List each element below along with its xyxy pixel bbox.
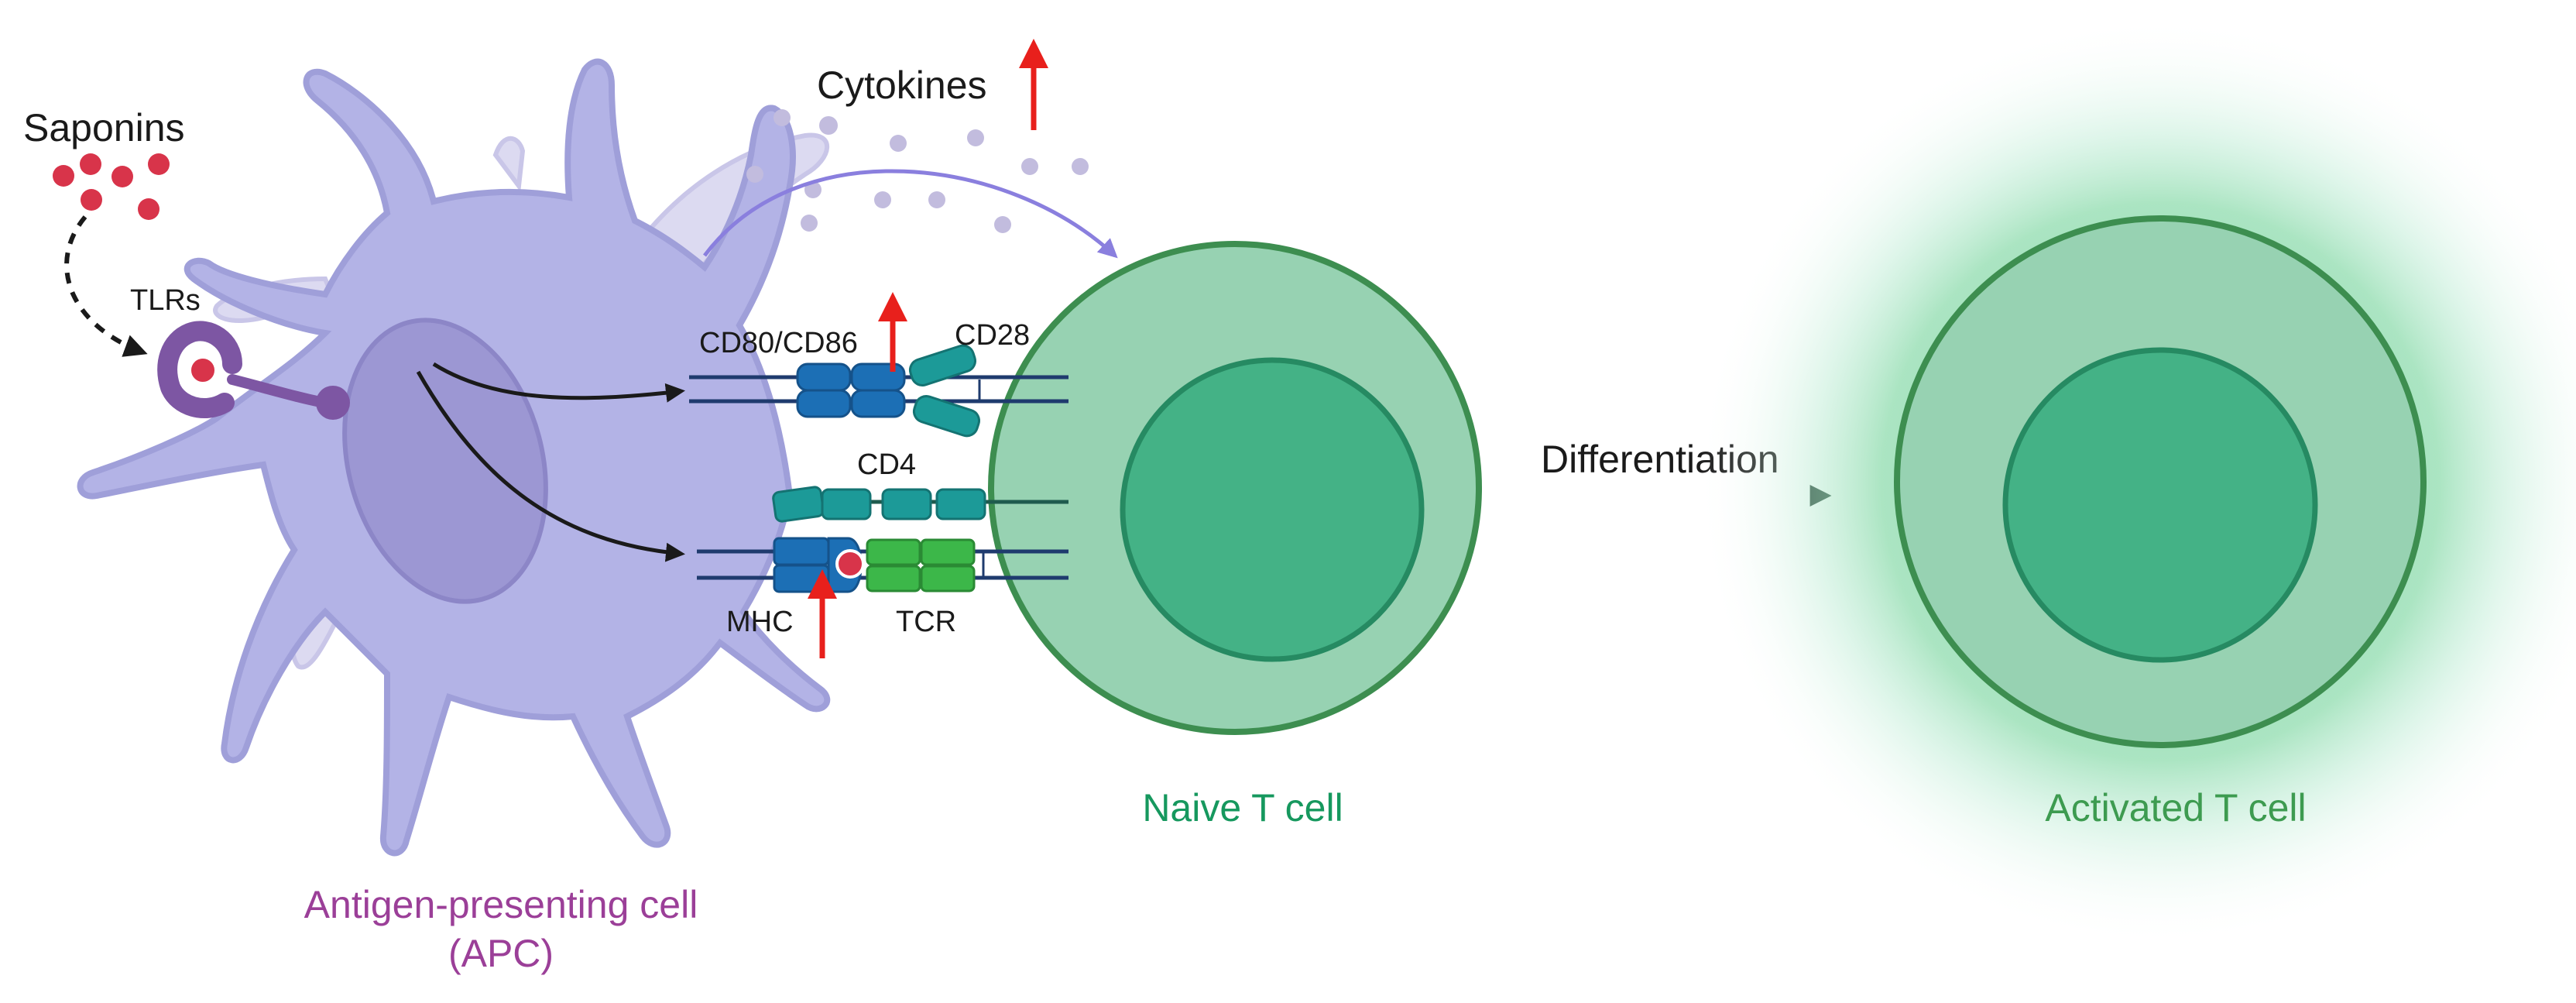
cd4-molecule bbox=[772, 486, 1068, 523]
cd80-cd86-label: CD80/CD86 bbox=[699, 327, 858, 359]
naive-t-cell-label: Naive T cell bbox=[1142, 786, 1343, 830]
activated-t-cell-nucleus bbox=[2002, 347, 2318, 663]
nucleus-to-costim-arrow bbox=[432, 362, 685, 403]
antigen-presenting-cell bbox=[77, 58, 831, 857]
tcr-label: TCR bbox=[896, 606, 956, 638]
activated-t-cell-label: Activated T cell bbox=[2045, 786, 2306, 830]
apc-label-line2: (APC) bbox=[448, 932, 554, 975]
saponin-particles bbox=[53, 153, 170, 220]
antigen-peptide bbox=[835, 549, 865, 579]
mhc-label: MHC bbox=[726, 606, 794, 638]
cytokine-particles bbox=[746, 109, 1089, 233]
naive-t-cell bbox=[988, 241, 1482, 735]
tlr-receptor bbox=[157, 321, 350, 420]
cytokines-label: Cytokines bbox=[817, 64, 987, 107]
tlrs-label: TLRs bbox=[130, 284, 201, 317]
activated-t-cell bbox=[1696, 17, 2576, 946]
saponins-label: Saponins bbox=[23, 106, 185, 149]
cytokine-to-tcell-arrow bbox=[703, 169, 1118, 259]
nucleus-to-mhc-arrow bbox=[416, 370, 685, 562]
cytokines-up-arrow bbox=[1019, 39, 1048, 130]
cd80-up-arrow bbox=[878, 292, 907, 372]
apc-label-line1: Antigen-presenting cell bbox=[304, 883, 698, 926]
mhc-up-arrow bbox=[808, 569, 837, 658]
cd28-label: CD28 bbox=[955, 319, 1030, 352]
saponin-to-tlr-arrow bbox=[64, 215, 148, 357]
mhc-tcr-pair bbox=[697, 537, 1068, 593]
cd80-cd28-pair bbox=[689, 344, 1068, 438]
cd4-label: CD4 bbox=[857, 448, 916, 481]
saponin-bound bbox=[188, 356, 218, 385]
naive-t-cell-nucleus bbox=[1120, 357, 1425, 662]
